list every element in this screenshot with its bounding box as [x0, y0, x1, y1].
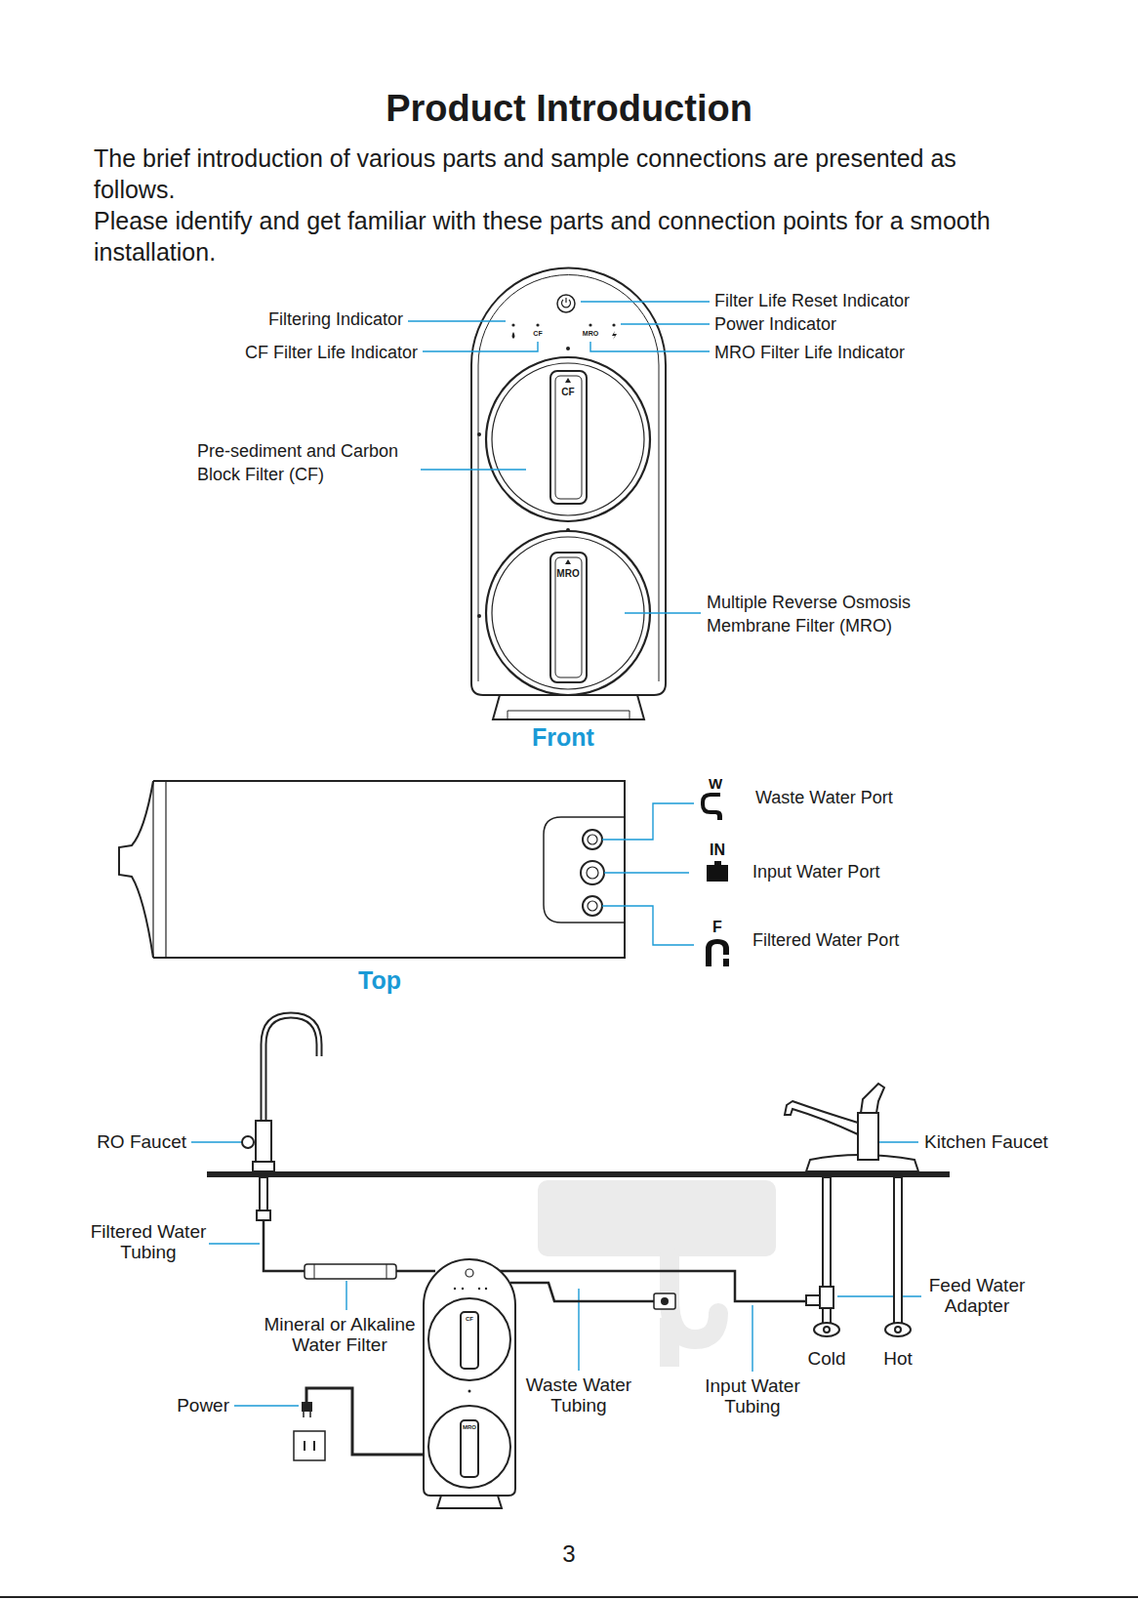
panel-text: CF	[460, 1314, 479, 1323]
port-icons	[700, 792, 730, 967]
intro-text: The brief introduction of various parts …	[93, 142, 1031, 205]
callout-label: Multiple Reverse Osmosis Membrane Filter…	[706, 590, 961, 638]
panel-text: MRO	[576, 328, 605, 338]
callout-label: Filtered Water Tubing	[80, 1220, 217, 1262]
callout-label: Input Water Tubing	[684, 1375, 821, 1417]
callout-label: Power	[176, 1393, 230, 1417]
filter-cap-text: CF	[551, 386, 585, 399]
callout-label: Filtered Water Port	[752, 929, 899, 951]
page-number: 3	[549, 1540, 589, 1568]
callout-label: Kitchen Faucet	[924, 1130, 1049, 1153]
installation-drawing	[206, 1015, 950, 1508]
top-view	[119, 780, 625, 958]
filter-cap-text: MRO	[551, 568, 585, 580]
callout-label: CF Filter Life Indicator	[244, 341, 418, 364]
callout-label: RO Faucet	[96, 1130, 187, 1153]
callout-label: Hot	[868, 1346, 928, 1370]
panel-text: CF	[526, 328, 550, 338]
callout-label: Feed Water Adapter	[913, 1274, 1041, 1316]
callout-label: Filter Life Reset Indicator	[714, 289, 910, 312]
callout-label: Input Water Port	[752, 860, 880, 883]
port-letter: IN	[702, 841, 732, 859]
callout-label: Power Indicator	[714, 313, 837, 335]
callout-label: Cold	[797, 1346, 856, 1370]
page-title: Product Introduction	[227, 85, 911, 131]
panel-text: MRO	[460, 1422, 479, 1431]
view-title: Front	[504, 722, 622, 752]
callout-label: MRO Filter Life Indicator	[714, 341, 905, 364]
port-letter: W	[703, 774, 728, 792]
callout-label: Pre-sediment and Carbon Block Filter (CF…	[197, 439, 432, 487]
front-view	[471, 268, 666, 721]
callout-label: Filtering Indicator	[268, 308, 404, 330]
intro-text: Please identify and get familiar with th…	[93, 204, 1031, 268]
callout-label: Waste Water Tubing	[510, 1374, 648, 1416]
port-letter: F	[705, 918, 730, 936]
callout-label: Mineral or Alkaline Water Filter	[246, 1313, 433, 1355]
callout-label: Waste Water Port	[755, 786, 894, 809]
view-title: Top	[330, 965, 429, 995]
leader-lines	[191, 301, 922, 1406]
